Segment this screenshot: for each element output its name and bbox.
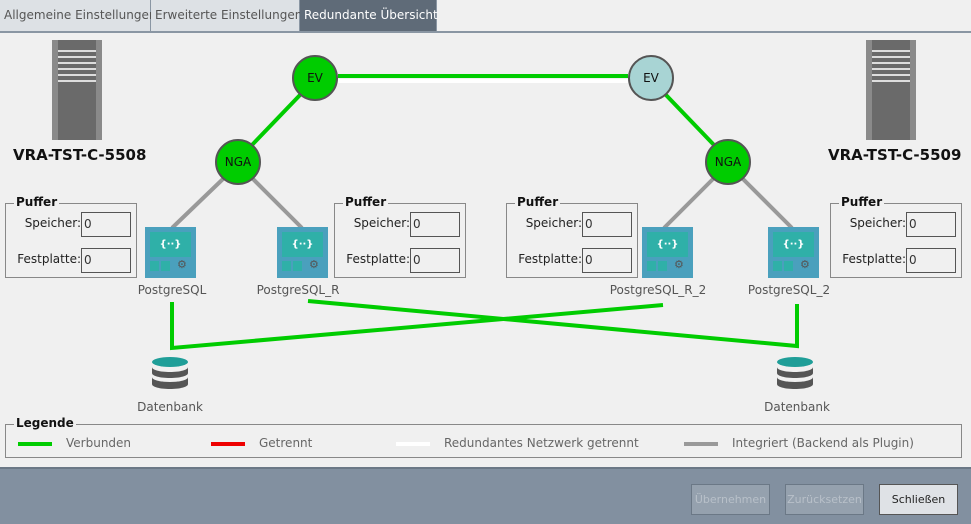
legend-swatch [18, 441, 52, 446]
legend-swatch [684, 441, 718, 446]
disk-field[interactable]: 0 [906, 248, 956, 273]
buffer-title: Puffer [343, 195, 389, 209]
disk-label: Festplatte: [518, 252, 582, 266]
disk-label: Festplatte: [346, 252, 410, 266]
memory-field[interactable]: 0 [410, 212, 460, 237]
memory-label: Speicher: [353, 216, 410, 230]
database-label: Datenbank [137, 400, 203, 414]
tab-general-settings[interactable]: Allgemeine Einstellungen [0, 0, 156, 31]
service-label: PostgreSQL_R [256, 283, 340, 297]
nga-node-left[interactable]: NGA [215, 139, 261, 185]
memory-field[interactable]: 0 [582, 212, 632, 237]
nga-service-link [662, 176, 716, 230]
service-label: PostgreSQL [137, 283, 207, 297]
service-icon[interactable]: {··}⚙ [768, 227, 819, 278]
disk-field[interactable]: 0 [410, 248, 460, 273]
legend: Legende Verbunden Getrennt Redundantes N… [5, 416, 962, 458]
service-icon[interactable]: {··}⚙ [145, 227, 196, 278]
ev-nga-right-link [664, 93, 716, 147]
close-button[interactable]: Schließen [879, 484, 958, 515]
buffer-title: Puffer [515, 195, 561, 209]
memory-label: Speicher: [525, 216, 582, 230]
service-label: PostgreSQL_R_2 [609, 283, 707, 297]
memory-field[interactable]: 0 [81, 212, 131, 237]
service-icon[interactable]: {··}⚙ [277, 227, 328, 278]
server-name: VRA-TST-C-5508 [13, 146, 147, 164]
database-icon [777, 357, 813, 389]
gear-icon: ⚙ [674, 258, 684, 271]
disk-label: Festplatte: [842, 252, 906, 266]
tab-advanced-settings[interactable]: Erweiterte Einstellungen [151, 0, 302, 31]
ev-node-right[interactable]: EV [628, 55, 674, 101]
footer-bar: Übernehmen Zurücksetzen Schließen [0, 467, 971, 524]
buffer-panel: Puffer Speicher: 0 Festplatte: 0 [5, 195, 137, 278]
buffer-panel: Puffer Speicher: 0 Festplatte: 0 [830, 195, 962, 278]
database-icon [152, 357, 188, 389]
tab-bar: Allgemeine Einstellungen Erweiterte Eins… [0, 0, 971, 33]
ev-node-left[interactable]: EV [292, 55, 338, 101]
buffer-title: Puffer [839, 195, 885, 209]
network-lines [170, 74, 799, 351]
code-icon: {··} [647, 232, 688, 257]
legend-item-disconnected: Getrennt [211, 436, 312, 450]
memory-field[interactable]: 0 [906, 212, 956, 237]
nga-service-link [170, 176, 226, 230]
buffer-panel: Puffer Speicher: 0 Festplatte: 0 [506, 195, 638, 278]
code-icon: {··} [150, 232, 191, 257]
nga-service-link [740, 176, 794, 230]
code-icon: {··} [773, 232, 814, 257]
nga-service-link [250, 176, 304, 230]
legend-swatch [211, 441, 245, 446]
buffer-panel: Puffer Speicher: 0 Festplatte: 0 [334, 195, 466, 278]
disk-label: Festplatte: [17, 252, 81, 266]
memory-label: Speicher: [849, 216, 906, 230]
legend-item-redundant: Redundantes Netzwerk getrennt [396, 436, 639, 450]
ev-nga-left-link [250, 93, 302, 147]
memory-label: Speicher: [24, 216, 81, 230]
server-icon [52, 40, 102, 140]
buffer-title: Puffer [14, 195, 60, 209]
db-link [307, 299, 799, 349]
code-icon: {··} [282, 232, 323, 257]
legend-title: Legende [14, 416, 76, 430]
gear-icon: ⚙ [177, 258, 187, 271]
database-label: Datenbank [764, 400, 830, 414]
legend-item-integrated: Integriert (Backend als Plugin) [684, 436, 914, 450]
gear-icon: ⚙ [309, 258, 319, 271]
reset-button[interactable]: Zurücksetzen [785, 484, 864, 515]
nga-node-right[interactable]: NGA [705, 139, 751, 185]
apply-button[interactable]: Übernehmen [691, 484, 770, 515]
service-icon[interactable]: {··}⚙ [642, 227, 693, 278]
service-label: PostgreSQL_2 [747, 283, 831, 297]
disk-field[interactable]: 0 [582, 248, 632, 273]
gear-icon: ⚙ [800, 258, 810, 271]
tab-redundant-overview[interactable]: Redundante Übersicht [300, 0, 438, 31]
disk-field[interactable]: 0 [81, 248, 131, 273]
server-name: VRA-TST-C-5509 [828, 146, 962, 164]
server-icon [866, 40, 916, 140]
legend-swatch [396, 441, 430, 446]
legend-item-connected: Verbunden [18, 436, 131, 450]
